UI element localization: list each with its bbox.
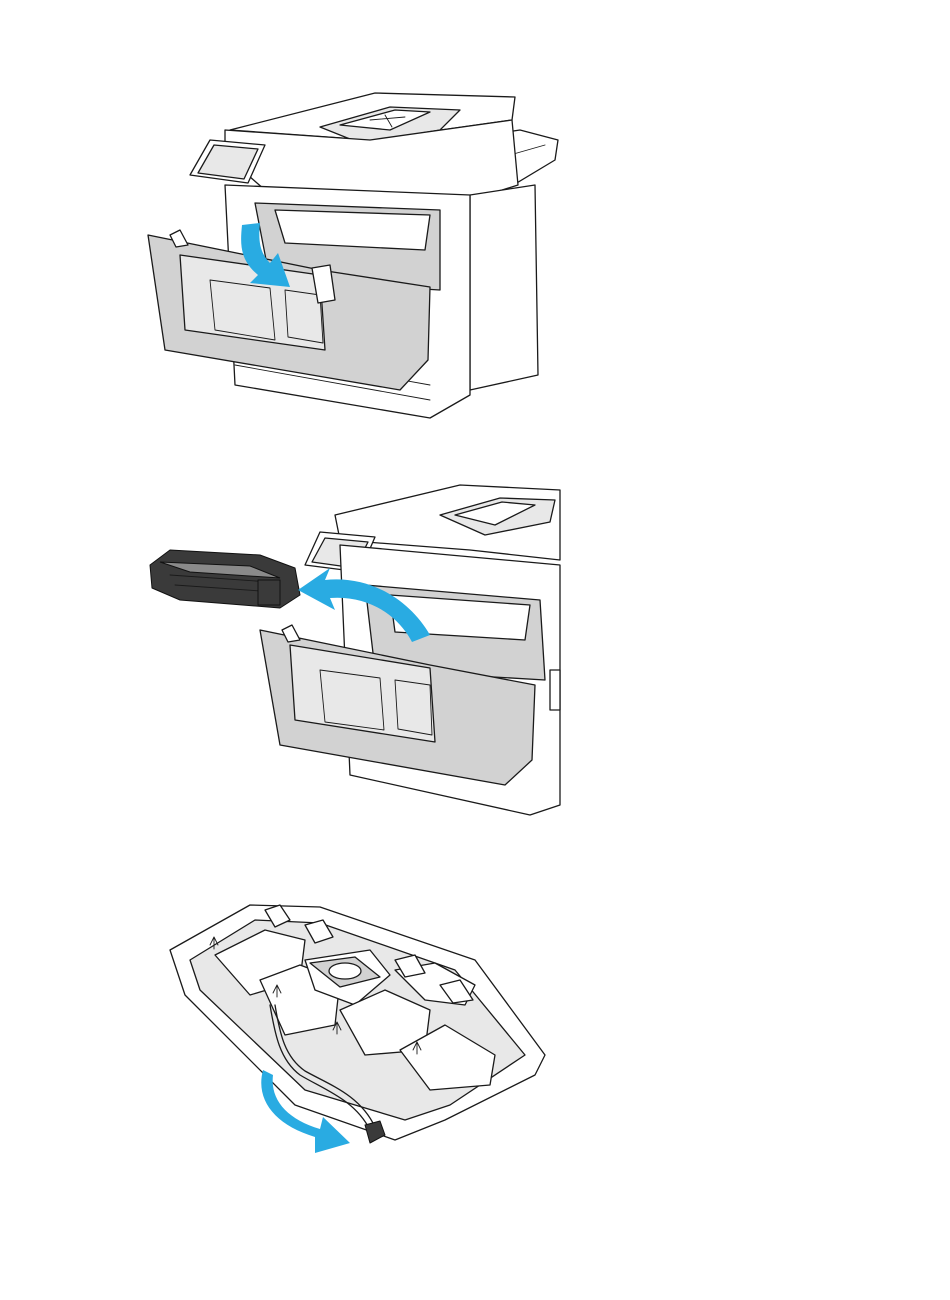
open-front-door-illustration xyxy=(140,85,570,430)
cartridge-packaging-pull-tab-illustration xyxy=(155,885,555,1170)
remove-toner-cartridge-illustration xyxy=(140,480,570,820)
